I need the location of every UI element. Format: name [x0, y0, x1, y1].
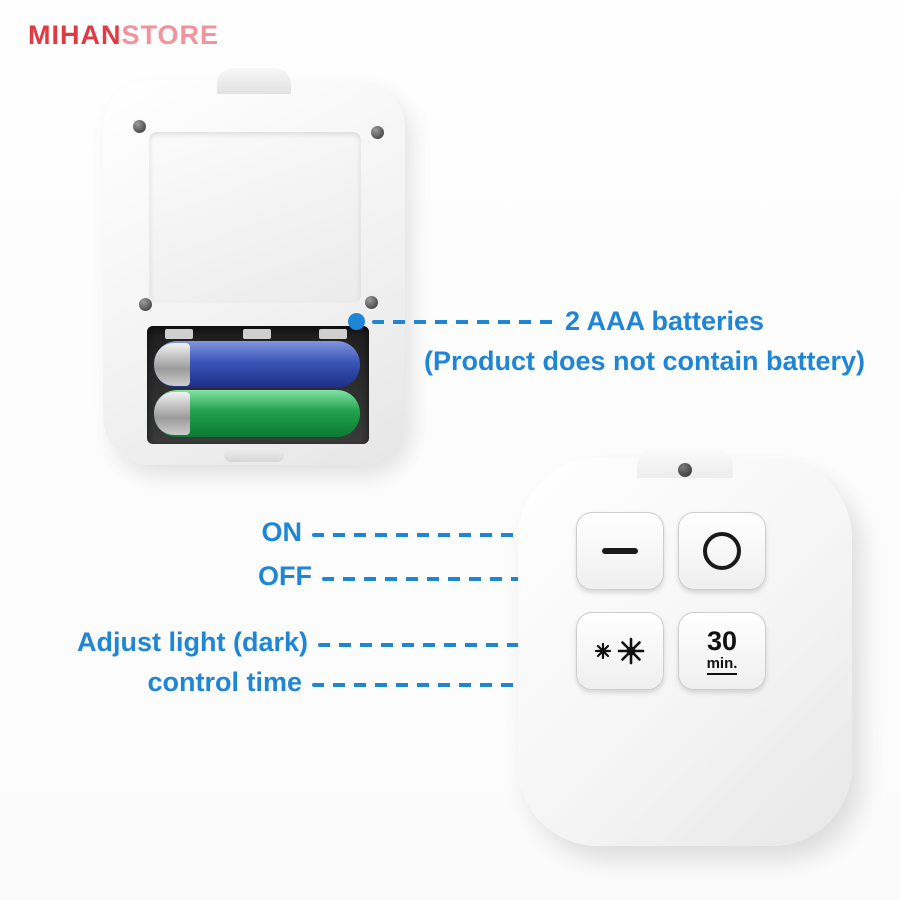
battery-contact — [165, 329, 193, 339]
back-cover-panel — [149, 132, 361, 304]
aaa-battery-blue — [154, 341, 360, 388]
screw-icon — [365, 296, 378, 309]
battery-contact — [319, 329, 347, 339]
adjust-light-button — [576, 612, 664, 690]
dashed-connector-adjust — [318, 643, 588, 647]
on-button — [576, 512, 664, 590]
hanging-tab — [217, 68, 291, 94]
dashed-connector-on — [312, 533, 588, 537]
battery-note-line2: (Product does not contain battery) — [424, 346, 866, 376]
dashed-connector-control — [312, 683, 658, 687]
circle-icon — [703, 532, 741, 570]
dashed-connector-off — [322, 577, 648, 581]
callout-dot-icon — [348, 313, 365, 330]
aaa-battery-green — [154, 390, 360, 437]
label-on: ON — [261, 517, 303, 547]
battery-contact — [243, 329, 271, 339]
screw-icon — [371, 126, 384, 139]
screw-icon — [139, 298, 152, 311]
battery-note-line1: 2 AAA batteries — [565, 306, 765, 336]
dashed-connector-battery — [372, 320, 554, 324]
minus-icon — [602, 548, 638, 554]
puck-light-back — [103, 68, 405, 465]
remote-control: 30 min. — [518, 448, 852, 846]
ir-led-icon — [678, 463, 692, 477]
label-control-time: control time — [147, 667, 302, 697]
timer-button: 30 min. — [678, 612, 766, 690]
off-button — [678, 512, 766, 590]
label-off: OFF — [258, 561, 312, 591]
cover-latch — [224, 448, 284, 462]
logo-part-store: STORE — [121, 20, 220, 50]
timer-unit: min. — [706, 656, 738, 675]
battery-terminal-cap — [154, 343, 190, 386]
store-logo: MIHANSTORE — [28, 20, 219, 51]
battery-terminal-cap — [154, 392, 190, 435]
sun-brightness-icon — [594, 637, 645, 665]
battery-compartment — [147, 326, 369, 444]
screw-icon — [133, 120, 146, 133]
timer-label: 30 min. — [706, 626, 738, 675]
remote-button-grid: 30 min. — [576, 512, 766, 690]
label-adjust-light: Adjust light (dark) — [77, 627, 308, 657]
logo-part-mihan: MIHAN — [28, 20, 122, 50]
timer-value: 30 — [706, 626, 738, 657]
